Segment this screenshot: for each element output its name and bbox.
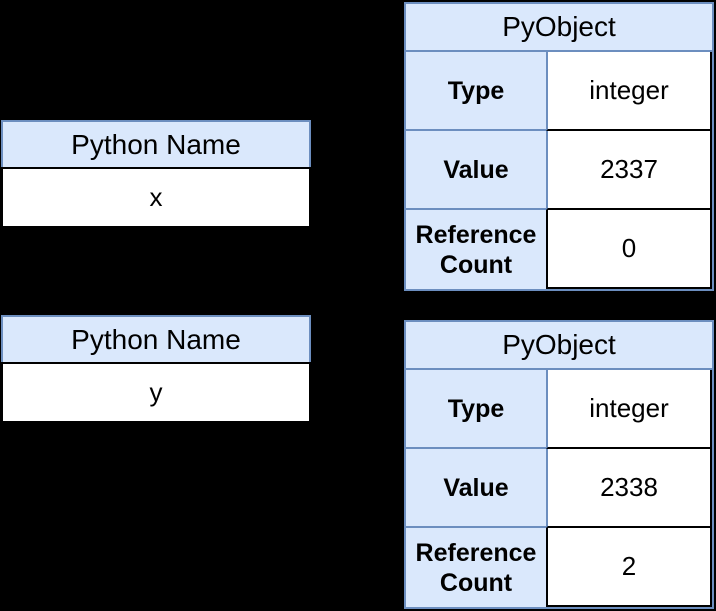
attribute-value: integer xyxy=(546,52,712,131)
python-name-value: y xyxy=(149,377,163,407)
python-name-value: x xyxy=(149,182,163,212)
pyobject-table-1: PyObject Type integer Value 2337 Referen… xyxy=(404,2,714,291)
attribute-value: 2 xyxy=(546,528,712,607)
attribute-label: Value xyxy=(406,449,546,528)
python-name-box-x: Python Name x xyxy=(1,120,311,228)
attribute-value: integer xyxy=(546,370,712,449)
python-name-value-cell: y xyxy=(1,362,311,423)
python-name-title: Python Name xyxy=(71,128,241,160)
attribute-label: Value xyxy=(406,131,546,210)
attribute-label: Type xyxy=(406,52,546,131)
attribute-row-value: Value 2338 xyxy=(406,449,712,528)
attribute-label: Type xyxy=(406,370,546,449)
pyobject-table-2: PyObject Type integer Value 2338 Referen… xyxy=(404,320,714,609)
attribute-value: 0 xyxy=(546,210,712,289)
pyobject-title: PyObject xyxy=(502,329,616,360)
attribute-value: 2338 xyxy=(546,449,712,528)
attribute-row-value: Value 2337 xyxy=(406,131,712,210)
python-name-header: Python Name xyxy=(1,120,311,167)
attribute-row-reference-count: Reference Count 2 xyxy=(406,528,712,607)
pyobject-header: PyObject xyxy=(406,4,712,52)
attribute-label: Reference Count xyxy=(415,220,537,279)
pyobject-title: PyObject xyxy=(502,11,616,42)
python-name-value-cell: x xyxy=(1,167,311,228)
python-name-header: Python Name xyxy=(1,315,311,362)
python-name-title: Python Name xyxy=(71,323,241,355)
attribute-row-type: Type integer xyxy=(406,52,712,131)
attribute-label: Reference Count xyxy=(415,538,537,597)
attribute-row-type: Type integer xyxy=(406,370,712,449)
pyobject-header: PyObject xyxy=(406,322,712,370)
attribute-value: 2337 xyxy=(546,131,712,210)
attribute-row-reference-count: Reference Count 0 xyxy=(406,210,712,289)
python-name-box-y: Python Name y xyxy=(1,315,311,423)
